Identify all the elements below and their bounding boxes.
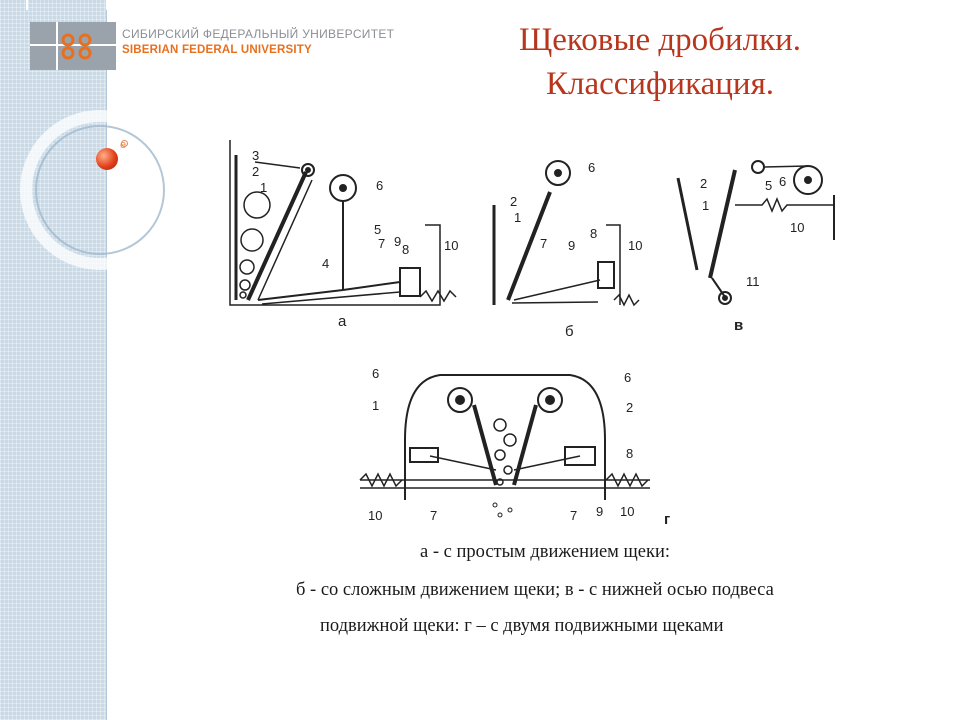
scheme-a-part-5: 5 <box>374 222 381 237</box>
scheme-b-part-1: 1 <box>514 210 521 225</box>
scheme-g-part-8: 8 <box>626 446 633 461</box>
university-name-en: SIBERIAN FEDERAL UNIVERSITY <box>122 44 312 56</box>
scheme-v <box>676 160 835 305</box>
scheme-v-label: в <box>734 317 743 334</box>
scheme-g-part-2: 2 <box>626 400 633 415</box>
university-logo <box>30 22 116 70</box>
scheme-b-part-2: 2 <box>510 194 517 209</box>
caption-line1: а - с простым движением щеки: <box>420 542 671 562</box>
decorative-red-ball <box>96 148 118 170</box>
scheme-g-part-7-right: 7 <box>570 508 577 523</box>
slide-title-line2: Классификация. <box>545 66 775 102</box>
scheme-g-part-6-left: 6 <box>372 366 379 381</box>
scheme-b-part-10: 10 <box>628 238 642 253</box>
scheme-v-part-1: 1 <box>702 198 709 213</box>
scheme-v-part-11: 11 <box>746 274 760 289</box>
scheme-b-part-7: 7 <box>540 236 547 251</box>
sidebar-top-lines <box>26 0 108 10</box>
caption-line2: б - со сложным движением щеки; в - с ниж… <box>296 580 774 600</box>
scheme-b-part-9: 9 <box>568 238 575 253</box>
slide-title-line1: Щековые дробилки. <box>518 22 802 58</box>
scheme-g-part-6-right: 6 <box>624 370 631 385</box>
scheme-g-part-1: 1 <box>372 398 379 413</box>
decorative-small-circle <box>121 140 128 147</box>
scheme-a-part-10: 10 <box>444 238 458 253</box>
scheme-b <box>492 160 640 307</box>
scheme-a-part-9: 9 <box>394 234 401 249</box>
scheme-a-part-3: 3 <box>252 148 259 163</box>
scheme-g-part-9: 9 <box>596 504 603 519</box>
scheme-g-part-10-right: 10 <box>620 504 634 519</box>
scheme-g <box>359 374 650 518</box>
scheme-g-label: г <box>664 511 670 528</box>
scheme-b-part-8: 8 <box>590 226 597 241</box>
scheme-b-label: б <box>565 323 574 340</box>
scheme-a-part-7: 7 <box>378 236 385 251</box>
scheme-a <box>229 140 457 306</box>
scheme-a-label: а <box>338 313 347 330</box>
scheme-b-part-6: 6 <box>588 160 595 175</box>
sidebar-glyph: e <box>120 139 126 151</box>
scheme-g-part-10-left: 10 <box>368 508 382 523</box>
caption-line3: подвижной щеки: г – с двумя подвижными щ… <box>320 616 724 636</box>
scheme-a-part-1: 1 <box>260 180 267 195</box>
scheme-v-part-5: 5 <box>765 178 772 193</box>
scheme-a-part-4: 4 <box>322 256 329 271</box>
scheme-v-part-2: 2 <box>700 176 707 191</box>
decorative-ring-inner <box>35 125 165 255</box>
university-name-ru: СИБИРСКИЙ ФЕДЕРАЛЬНЫЙ УНИВЕРСИТЕТ <box>122 27 395 41</box>
scheme-a-part-2: 2 <box>252 164 259 179</box>
scheme-a-part-6: 6 <box>376 178 383 193</box>
scheme-v-part-6: 6 <box>779 174 786 189</box>
scheme-g-part-7-left: 7 <box>430 508 437 523</box>
university-logo-mark <box>30 22 116 70</box>
scheme-a-part-8: 8 <box>402 242 409 257</box>
scheme-v-part-10: 10 <box>790 220 804 235</box>
